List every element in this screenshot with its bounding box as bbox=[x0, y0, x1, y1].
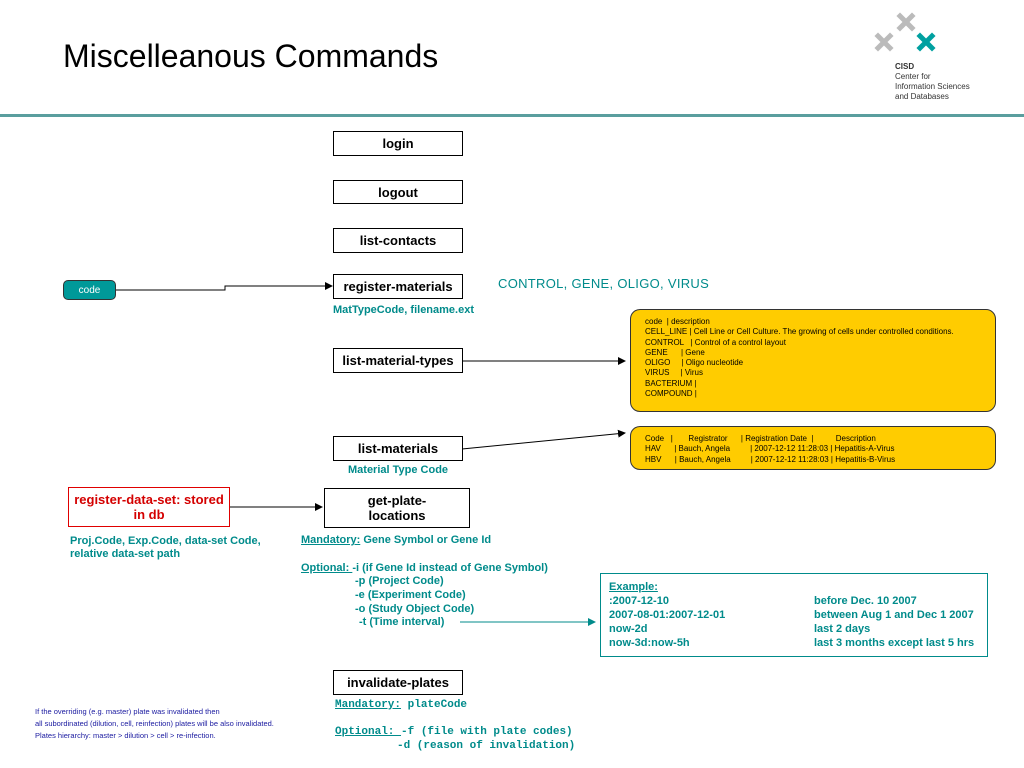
optional-label: Optional: bbox=[301, 562, 353, 574]
list-materials-args: Material Type Code bbox=[348, 464, 449, 476]
page-title: Miscelleanous Commands bbox=[63, 38, 439, 74]
material-types-list: CONTROL, GENE, OLIGO, VIRUS bbox=[498, 276, 710, 291]
command-list-contacts: list-contacts bbox=[333, 228, 463, 253]
mandatory-gene: Mandatory: Gene Symbol or Gene Id bbox=[301, 534, 491, 546]
register-data-set-args: relative data-set path bbox=[70, 548, 181, 560]
logo-text: CISD Center for Information Sciences and… bbox=[895, 62, 970, 102]
arrow-code-to-register-materials bbox=[116, 282, 333, 291]
example-meaning: last 3 months except last 5 hrs bbox=[814, 637, 975, 649]
command-register-materials: register-materials bbox=[333, 274, 463, 299]
table-line: HBV | Bauch, Angela | 2007-12-12 11:28:0… bbox=[645, 454, 896, 464]
table-line: VIRUS | Virus bbox=[645, 368, 703, 378]
footnote: If the overriding (e.g. master) plate wa… bbox=[35, 706, 274, 742]
register-materials-args: MatTypeCode, filename.ext bbox=[333, 304, 474, 316]
mandatory-label: Mandatory: bbox=[335, 699, 402, 711]
optional-d: -d (reason of invalidation) bbox=[397, 740, 576, 752]
example-row: now-3d:now-5h last 3 months except last 5… bbox=[609, 636, 979, 650]
logo-line: and Databases bbox=[895, 92, 949, 101]
table-line: COMPOUND | bbox=[645, 389, 697, 399]
mandatory-platecode: Mandatory: plateCode bbox=[335, 699, 467, 711]
command-list-material-types: list-material-types bbox=[333, 348, 463, 373]
example-value: :2007-12-10 bbox=[609, 595, 669, 607]
optional-p: -p (Project Code) bbox=[355, 575, 444, 587]
example-value: 2007-08-01:2007-12-01 bbox=[609, 609, 726, 621]
example-meaning: between Aug 1 and Dec 1 2007 bbox=[814, 609, 974, 621]
table-line: BACTERIUM | bbox=[645, 378, 697, 388]
optional-label: Optional: bbox=[335, 726, 402, 738]
command-list-materials: list-materials bbox=[333, 436, 463, 461]
example-meaning: before Dec. 10 2007 bbox=[814, 595, 917, 607]
logo-abbr: CISD bbox=[895, 62, 915, 71]
materials-output: Code | Registrator | Registration Date |… bbox=[630, 426, 996, 470]
command-get-plate-locations: get-plate-locations bbox=[324, 488, 470, 528]
footnote-line: Plates hierarchy: master > dilution > ce… bbox=[35, 731, 216, 740]
option-value: -f (file with plate codes) bbox=[401, 726, 573, 738]
mandatory-value: plateCode bbox=[401, 699, 468, 711]
table-line: code | description bbox=[645, 317, 710, 326]
table-line: CONTROL | Control of a control layout bbox=[645, 337, 786, 347]
command-invalidate-plates: invalidate-plates bbox=[333, 670, 463, 695]
command-login: login bbox=[333, 131, 463, 156]
logo-line: Information Sciences bbox=[895, 82, 970, 91]
register-data-set-args: Proj.Code, Exp.Code, data-set Code, bbox=[70, 535, 261, 547]
example-row: 2007-08-01:2007-12-01 between Aug 1 and D… bbox=[609, 608, 979, 622]
example-row: now-2d last 2 days bbox=[609, 622, 979, 636]
table-line: GENE | Gene bbox=[645, 347, 705, 357]
footnote-line: If the overriding (e.g. master) plate wa… bbox=[35, 707, 220, 716]
footnote-line: all subordinated (dilution, cell, reinfe… bbox=[35, 719, 274, 728]
code-input-box: code bbox=[63, 280, 116, 300]
command-logout: logout bbox=[333, 180, 463, 204]
option-value: -i (if Gene Id instead of Gene Symbol) bbox=[352, 562, 548, 574]
table-line: HAV | Bauch, Angela | 2007-12-12 11:28:0… bbox=[645, 444, 895, 454]
logo-line: Center for bbox=[895, 72, 931, 81]
mandatory-label: Mandatory: bbox=[301, 534, 361, 546]
optional-e: -e (Experiment Code) bbox=[355, 589, 466, 601]
optional-i: Optional: -i (if Gene Id instead of Gene… bbox=[301, 562, 548, 574]
table-line: OLIGO | Oligo nucleotide bbox=[645, 358, 744, 368]
arrow-list-materials bbox=[461, 429, 626, 450]
optional-t: -t (Time interval) bbox=[359, 616, 445, 628]
register-data-set-box: register-data-set: stored in db bbox=[68, 487, 230, 527]
mandatory-value: Gene Symbol or Gene Id bbox=[360, 534, 492, 546]
header-divider bbox=[0, 114, 1024, 117]
cisd-logo-icon bbox=[874, 12, 936, 52]
table-line: Code | Registrator | Registration Date |… bbox=[645, 434, 876, 443]
example-label: Example: bbox=[609, 581, 658, 593]
optional-o: -o (Study Object Code) bbox=[355, 603, 475, 615]
table-line: CELL_LINE | Cell Line or Cell Culture. T… bbox=[645, 327, 954, 337]
example-value: now-2d bbox=[609, 623, 648, 635]
example-row: :2007-12-10 before Dec. 10 2007 bbox=[609, 594, 979, 608]
example-meaning: last 2 days bbox=[814, 623, 871, 635]
example-value: now-3d:now-5h bbox=[609, 637, 690, 649]
optional-f: Optional: -f (file with plate codes) bbox=[335, 726, 573, 738]
